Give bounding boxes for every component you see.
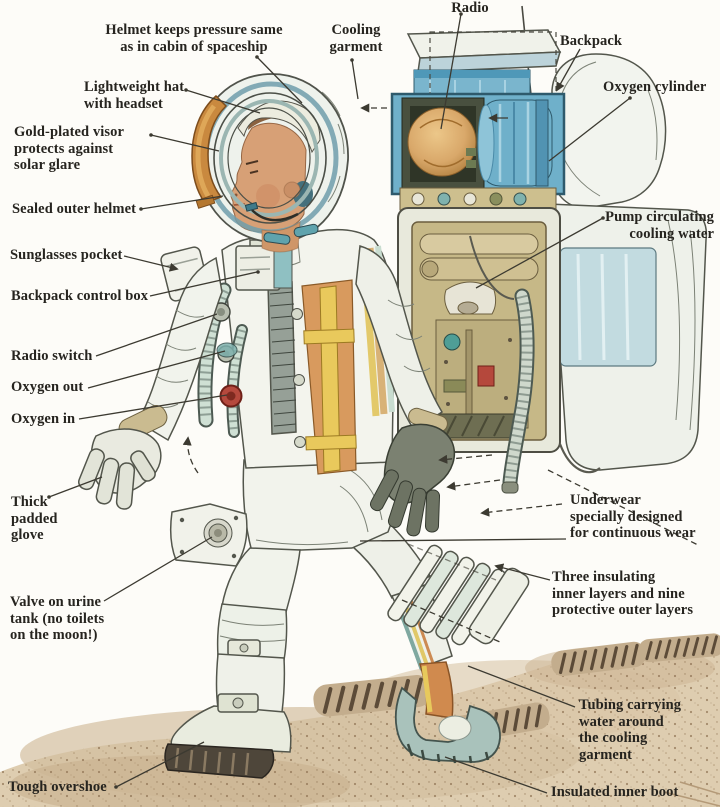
label-sealed-helmet: Sealed outer helmet: [12, 201, 137, 217]
pump-dome: [444, 281, 497, 315]
helmet-illustration: [191, 73, 349, 253]
label-sunglasses-pocket: Sunglasses pocket: [10, 247, 123, 263]
label-cooling-garment: Cooling garment: [329, 22, 383, 55]
front-boot: [170, 705, 292, 753]
label-tubing: Tubing carrying water around the cooling…: [579, 697, 682, 763]
label-gold-visor: Gold-plated visor protects against solar…: [14, 124, 125, 173]
label-oxygen-in: Oxygen in: [11, 411, 76, 427]
leader-lines: [47, 12, 632, 794]
label-underwear: Underwear specially designed for continu…: [570, 492, 696, 541]
label-control-box: Backpack control box: [11, 288, 149, 304]
left-glove: [78, 428, 162, 510]
cooling-garment-panel: [301, 279, 357, 475]
label-pump: Pump circulating cooling water: [605, 209, 714, 242]
control-box-illustration: [235, 239, 293, 291]
label-layers: Three insulating inner layers and nine p…: [552, 569, 694, 618]
label-urine-valve: Valve on urine tank (no toilets on the m…: [10, 594, 105, 643]
label-radio: Radio: [451, 0, 489, 16]
backpack-fabric-cover: [551, 53, 667, 209]
astronaut-figure: [78, 73, 456, 779]
label-inner-boot: Insulated inner boot: [551, 784, 679, 800]
oxygen-out-connector: [216, 342, 238, 358]
label-overshoe: Tough overshoe: [8, 779, 107, 795]
insulating-layers-fan: [387, 543, 530, 646]
microphone-boom: [251, 209, 299, 222]
left-arm: [78, 256, 223, 510]
label-thick-glove: Thick padded glove: [11, 494, 58, 543]
label-oxygen-out: Oxygen out: [11, 379, 84, 395]
label-oxygen-cylinder: Oxygen cylinder: [603, 79, 707, 95]
label-backpack: Backpack: [560, 33, 623, 49]
label-lightweight-hat: Lightweight hat with headset: [84, 79, 185, 112]
right-glove: [369, 423, 456, 537]
front-leg: [164, 547, 301, 779]
cutaway-boot: [394, 661, 501, 764]
flap-outline-dashed: [547, 469, 701, 547]
label-radio-switch: Radio switch: [11, 348, 93, 364]
label-helmet: Helmet keeps pressure same as in cabin o…: [105, 22, 283, 55]
urine-valve-plate: [169, 503, 248, 567]
gold-visor-illustration: [191, 94, 228, 209]
backpack-illustration: [390, 5, 708, 547]
cutaway-leg: [350, 521, 530, 764]
right-arm: [355, 245, 456, 537]
life-support-machinery: [397, 207, 601, 494]
